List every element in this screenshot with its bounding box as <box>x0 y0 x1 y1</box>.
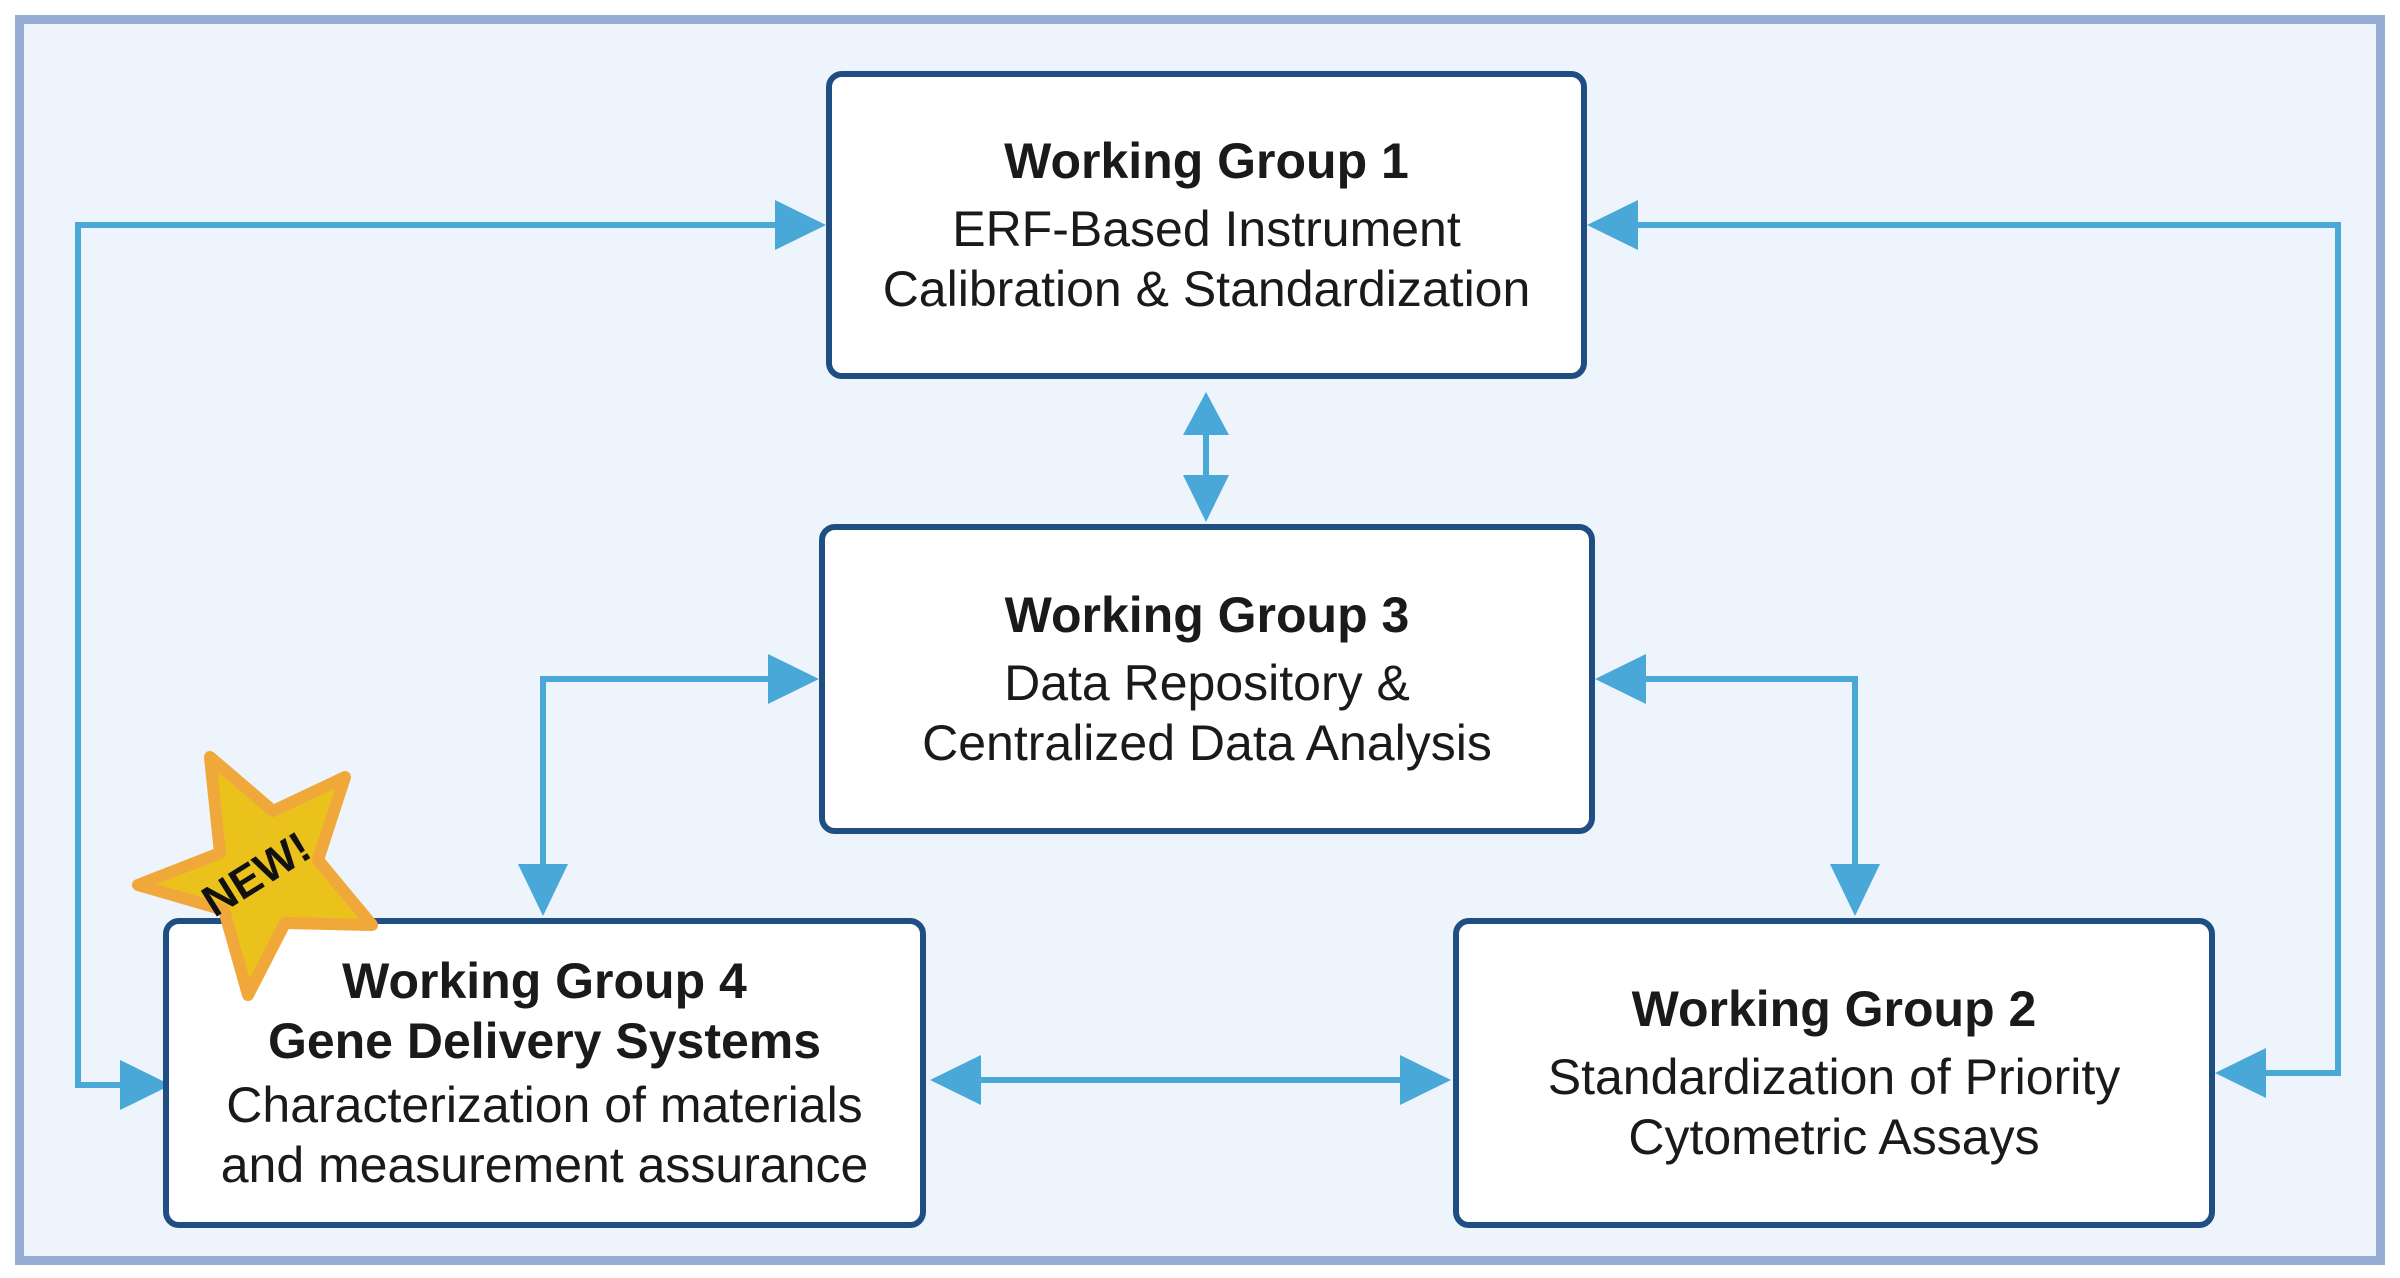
arrowhead-wg2-top <box>1830 864 1880 916</box>
working-group-4-box: Working Group 4 Gene Delivery Systems Ch… <box>163 918 926 1228</box>
wg3-title-line: Working Group 3 <box>1004 587 1410 643</box>
wg2-desc-line-1: Standardization of Priority <box>1547 1049 2121 1105</box>
arrowhead-wg4-left <box>120 1060 171 1110</box>
new-badge: NEW! <box>132 751 378 1001</box>
arrowhead-wg1-right <box>1587 200 1638 250</box>
arrowhead-wg1-bottom <box>1183 392 1229 435</box>
connector-wg3-wg2 <box>1642 676 1858 872</box>
connector-wg3-wg4 <box>540 676 776 872</box>
wg3-description: Data Repository & Centralized Data Analy… <box>922 653 1492 773</box>
arrowhead-wg3-top <box>1183 475 1229 522</box>
working-group-2-box: Working Group 2 Standardization of Prior… <box>1453 918 2215 1228</box>
connector-wg1-wg4-outer <box>75 222 780 1088</box>
arrowhead-wg2-left <box>1400 1055 1451 1105</box>
wg4-title: Working Group 4 Gene Delivery Systems <box>268 951 821 1071</box>
wg2-title: Working Group 2 <box>1632 979 2037 1039</box>
wg4-desc-line-2: and measurement assurance <box>220 1137 869 1193</box>
star-icon <box>132 751 378 1001</box>
working-group-1-box: Working Group 1 ERF-Based Instrument Cal… <box>826 71 1587 379</box>
wg1-desc-line-1: ERF-Based Instrument <box>952 201 1461 257</box>
wg3-desc-line-2: Centralized Data Analysis <box>922 715 1492 771</box>
arrowhead-wg3-left <box>768 654 819 704</box>
arrowhead-wg1-left <box>775 200 826 250</box>
wg2-title-line: Working Group 2 <box>1631 981 2037 1037</box>
wg3-desc-line-1: Data Repository & <box>1004 655 1410 711</box>
wg4-title-line-1: Working Group 4 <box>342 953 747 1009</box>
wg4-description: Characterization of materials and measur… <box>221 1075 869 1195</box>
arrowhead-wg3-right <box>1595 654 1646 704</box>
arrowhead-wg4-right <box>930 1055 981 1105</box>
wg1-title: Working Group 1 <box>1004 131 1409 191</box>
working-group-3-box: Working Group 3 Data Repository & Centra… <box>819 524 1595 834</box>
wg2-desc-line-2: Cytometric Assays <box>1628 1109 2040 1165</box>
wg1-description: ERF-Based Instrument Calibration & Stand… <box>883 199 1531 319</box>
wg4-title-line-2: Gene Delivery Systems <box>267 1013 822 1069</box>
arrowhead-wg2-right <box>2215 1048 2266 1098</box>
wg1-title-line: Working Group 1 <box>1004 133 1409 189</box>
wg4-desc-line-1: Characterization of materials <box>226 1077 863 1133</box>
wg1-desc-line-2: Calibration & Standardization <box>882 261 1531 317</box>
wg2-description: Standardization of Priority Cytometric A… <box>1548 1047 2121 1167</box>
connector-wg1-wg2-outer <box>1633 222 2341 1076</box>
wg3-title: Working Group 3 <box>1005 585 1410 645</box>
arrowhead-wg4-top <box>518 864 568 916</box>
